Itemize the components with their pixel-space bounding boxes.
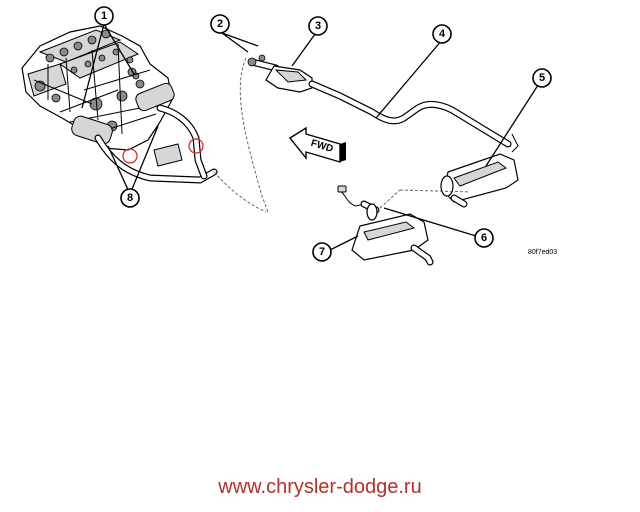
forward-direction-arrow: FWD — [288, 126, 346, 163]
site-watermark: www.chrysler-dodge.ru — [218, 476, 422, 498]
callout-4: 4 — [432, 24, 452, 44]
callout-7: 7 — [312, 242, 332, 262]
leader-lines — [81, 23, 541, 251]
callout-6: 6 — [474, 228, 494, 248]
hanger-guide-line — [213, 57, 269, 213]
callout-1-number: 1 — [101, 10, 107, 22]
callout-6-number: 6 — [481, 232, 487, 244]
sensor-guide-line — [379, 189, 471, 209]
intermediate-pipe — [308, 80, 519, 153]
rear-muffler — [440, 153, 519, 208]
front-muffler — [337, 185, 434, 266]
callout-2: 2 — [210, 14, 230, 34]
callout-8: 8 — [120, 188, 140, 208]
callout-5: 5 — [532, 68, 552, 88]
engine-assembly — [21, 25, 218, 184]
callout-8-number: 8 — [127, 192, 133, 204]
callout-3-number: 3 — [315, 20, 321, 32]
callout-7-number: 7 — [319, 246, 325, 258]
figure-code: 80f7ed03 — [528, 249, 557, 256]
callout-1: 1 — [94, 6, 114, 26]
callout-3: 3 — [308, 16, 328, 36]
callout-4-number: 4 — [439, 28, 446, 40]
callout-2-number: 2 — [217, 18, 223, 30]
resonator-assembly — [247, 54, 313, 93]
callout-5-number: 5 — [539, 72, 545, 84]
